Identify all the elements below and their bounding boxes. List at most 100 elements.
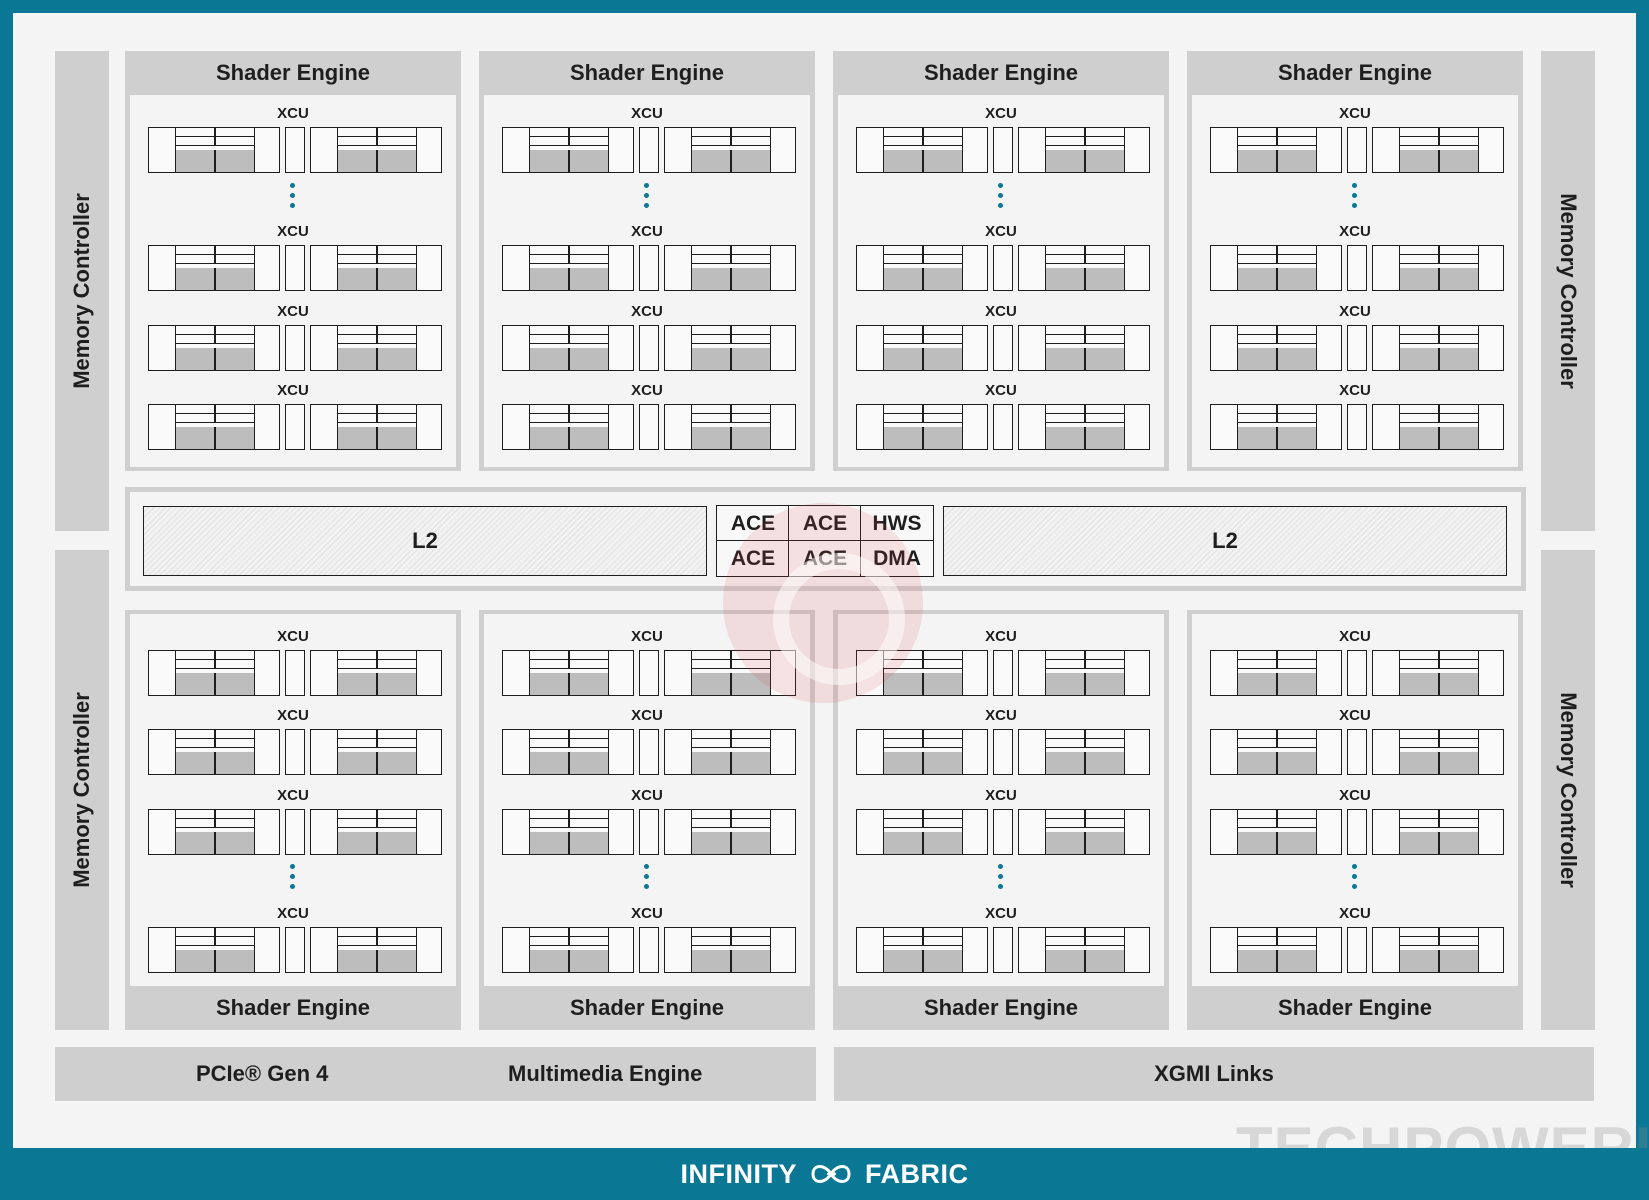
xgmi-links-label: XGMI Links (1154, 1061, 1274, 1086)
compute-unit (1018, 127, 1150, 173)
simd-fill (1046, 673, 1124, 695)
compute-unit (664, 325, 796, 371)
simd-fill (884, 348, 962, 370)
simd-fill (692, 268, 770, 290)
simd-fill (176, 268, 254, 290)
xcu-shared-block (993, 127, 1013, 173)
xcu-label: XCU (1339, 382, 1371, 399)
watermark-logo-icon (723, 503, 923, 703)
compute-unit (1018, 245, 1150, 291)
compute-unit (310, 809, 442, 855)
xcu-block (856, 404, 1152, 450)
simd-grid (1237, 128, 1317, 172)
xcu-label: XCU (277, 707, 309, 724)
simd-row (1238, 137, 1316, 146)
shader-engine-title: Shader Engine (923, 60, 1079, 85)
simd-fill (176, 427, 254, 449)
shader-engine-title: Shader Engine (569, 60, 725, 85)
simd-grid (175, 810, 255, 854)
simd-fill (1400, 268, 1478, 290)
compute-unit (664, 127, 796, 173)
xcu-block (502, 404, 798, 450)
xcu-shared-block (993, 650, 1013, 696)
l2-label: L2 (412, 528, 438, 553)
simd-row (1046, 405, 1124, 414)
compute-unit (856, 809, 988, 855)
simd-fill (338, 348, 416, 370)
memory-controller-bottom-left: Memory Controller (55, 550, 109, 1030)
xcu-shared-block (285, 650, 305, 696)
simd-row (1238, 810, 1316, 819)
compute-unit (310, 127, 442, 173)
simd-row (884, 819, 962, 828)
compute-unit (310, 927, 442, 973)
simd-row (1046, 326, 1124, 335)
simd-grid (691, 928, 771, 972)
xcu-shared-block (993, 809, 1013, 855)
simd-row (1046, 730, 1124, 739)
ellipsis-dots-icon (644, 864, 650, 889)
simd-grid (883, 651, 963, 695)
simd-fill (530, 950, 608, 972)
compute-unit (1018, 404, 1150, 450)
compute-unit (502, 729, 634, 775)
compute-unit (502, 404, 634, 450)
simd-fill (1238, 348, 1316, 370)
simd-row (1238, 414, 1316, 423)
simd-fill (884, 150, 962, 172)
ellipsis-dots-icon (644, 183, 650, 208)
simd-fill (1046, 950, 1124, 972)
simd-row (1238, 730, 1316, 739)
shader-engine-title: Shader Engine (1277, 995, 1433, 1020)
simd-grid (337, 651, 417, 695)
compute-unit (148, 325, 280, 371)
simd-row (692, 137, 770, 146)
simd-row (1400, 739, 1478, 748)
compute-unit (1018, 325, 1150, 371)
simd-fill (1400, 752, 1478, 774)
simd-row (176, 810, 254, 819)
simd-row (338, 128, 416, 137)
xcu-label: XCU (277, 628, 309, 645)
xcu-shared-block (639, 729, 659, 775)
compute-unit (1210, 927, 1342, 973)
simd-fill (1400, 348, 1478, 370)
simd-row (176, 335, 254, 344)
xcu-block (1210, 729, 1506, 775)
simd-fill (1046, 150, 1124, 172)
xcu-shared-block (1347, 650, 1367, 696)
simd-fill (530, 832, 608, 854)
simd-row (1400, 128, 1478, 137)
simd-row (1400, 928, 1478, 937)
compute-unit (1018, 927, 1150, 973)
shader-engine-title: Shader Engine (215, 60, 371, 85)
xcu-label: XCU (631, 223, 663, 240)
simd-fill (176, 673, 254, 695)
compute-unit (1018, 809, 1150, 855)
simd-row (338, 405, 416, 414)
compute-unit (1372, 927, 1504, 973)
simd-row (176, 137, 254, 146)
xcu-label: XCU (1339, 303, 1371, 320)
memory-controller-label: Memory Controller (69, 692, 94, 888)
xcu-label: XCU (631, 105, 663, 122)
compute-unit (148, 404, 280, 450)
simd-row (1400, 335, 1478, 344)
ellipsis-dots-icon (1352, 183, 1358, 208)
simd-row (1400, 937, 1478, 946)
simd-row (1400, 255, 1478, 264)
simd-fill (1238, 268, 1316, 290)
xcu-label: XCU (985, 707, 1017, 724)
xcu-shared-block (1347, 404, 1367, 450)
xcu-block (856, 245, 1152, 291)
simd-fill (884, 427, 962, 449)
simd-fill (1400, 427, 1478, 449)
simd-row (692, 937, 770, 946)
simd-row (338, 335, 416, 344)
simd-row (530, 246, 608, 255)
xcu-block (1210, 650, 1506, 696)
simd-fill (338, 752, 416, 774)
